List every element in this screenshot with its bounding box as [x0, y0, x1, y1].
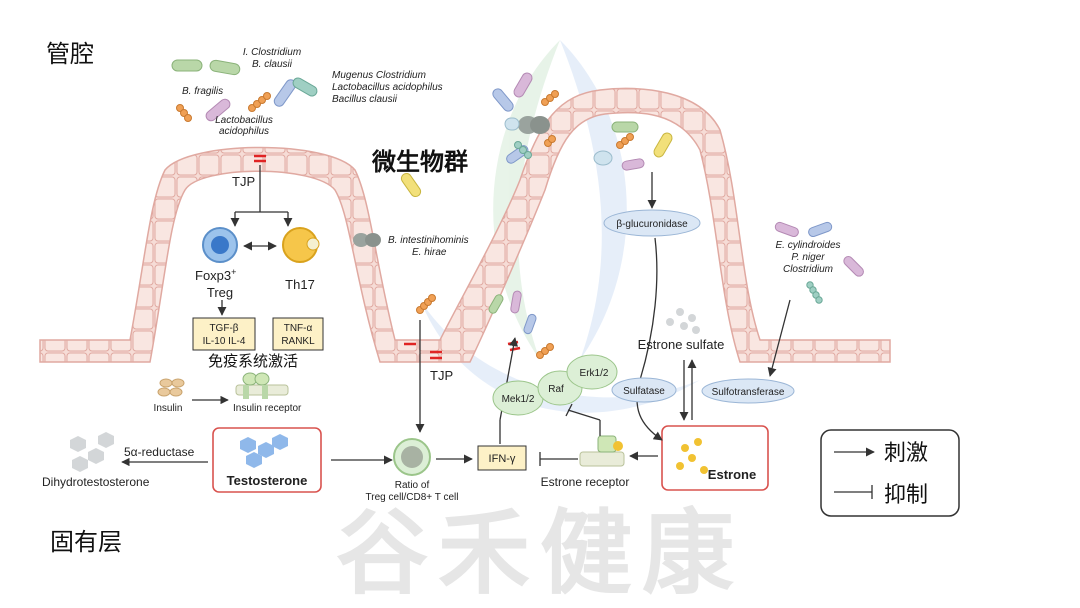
label-p-niger: P. niger: [791, 252, 825, 263]
treg-cytokine-2: IL-10 IL-4: [203, 336, 246, 347]
label-clostridium: Clostridium: [783, 264, 833, 275]
raf-label: Raf: [548, 384, 564, 395]
ifn-label: IFN-γ: [489, 453, 516, 465]
glucuronidase-ellipse: β-glucuronidase: [603, 209, 701, 237]
microbiota-label: 微生物群: [371, 148, 468, 176]
epithelium: [39, 87, 891, 363]
estrone-sulfate-label: Estrone sulfate: [638, 337, 725, 352]
bacterium-icon: [209, 59, 241, 76]
treg-cytokine-1: TGF-β: [209, 323, 238, 334]
th17-cell-icon: [282, 227, 320, 263]
lamina-propria-label: 固有层: [50, 528, 122, 556]
tjp-left-label: TJP: [232, 174, 255, 189]
testosterone-label: Testosterone: [227, 473, 308, 488]
sulfotransferase-ellipse: Sulfotransferase: [701, 378, 795, 404]
label-b-intestinihominis: B. intestinihominis: [388, 235, 469, 246]
treg-th17-branch: [217, 165, 293, 316]
sulfotransferase-label: Sulfotransferase: [712, 387, 785, 398]
ratio-cell-icon: [393, 438, 431, 476]
label-b-fragilis: B. fragilis: [182, 86, 223, 97]
bacterium-icon: [171, 59, 203, 72]
bacterium-icon: [611, 121, 639, 133]
th17-label: Th17: [285, 277, 315, 292]
label-mugenus: Mugenus Clostridium: [332, 70, 426, 81]
foxp3-label: Foxp3+: [195, 267, 236, 283]
treg-label: Treg: [207, 285, 233, 300]
label-i-clostridium: I. Clostridium: [243, 47, 301, 58]
watermark-text: 谷禾健康: [336, 500, 744, 607]
tjp-mid-label: TJP: [430, 368, 453, 383]
bacterium-icon: [400, 172, 422, 198]
bacterium-icon: [205, 98, 231, 122]
estrone-receptor-icon: [579, 435, 625, 467]
label-lacto-acid: Lactobacillus acidophilus: [332, 82, 443, 93]
label-lactobacillus: Lactobacillus: [215, 115, 273, 126]
mapk-pathway: Mek1/2 Raf Erk1/2: [492, 354, 618, 416]
label-e-cylindroides: E. cylindroides: [775, 240, 840, 251]
sulfatase-label: Sulfatase: [623, 386, 665, 397]
dht-hexagons-icon: [70, 432, 114, 472]
bacterium-icon: [513, 72, 533, 98]
testosterone-box: Testosterone: [212, 427, 322, 493]
epithelium-band: [39, 87, 891, 363]
label-e-hirae: E. hirae: [412, 247, 447, 258]
ratio-label-1: Ratio of: [395, 480, 430, 491]
treg-cell-icon: [202, 227, 238, 263]
glucuronidase-label: β-glucuronidase: [616, 219, 688, 230]
th17-cytokine-box: TNF-α RANKL: [272, 317, 324, 351]
estrone-label: Estrone: [708, 467, 756, 482]
label-bacillus: Bacillus clausii: [332, 94, 398, 105]
label-acidophilus: acidophilus: [219, 126, 269, 137]
label-b-clausii: B. clausii: [252, 59, 293, 70]
ifn-box: IFN-γ: [477, 445, 527, 471]
reductase-label: 5α-reductase: [124, 445, 195, 459]
immune-activation-label: 免疫系统激活: [208, 352, 298, 370]
sulfatase-ellipse: Sulfatase: [611, 377, 677, 403]
bacteria-labels: B. fragilis I. Clostridium B. clausii Mu…: [182, 47, 841, 275]
th17-cytokine-1: TNF-α: [284, 323, 313, 334]
cocci-icon: [353, 233, 369, 247]
estrone-box: Estrone: [661, 425, 769, 491]
bacteria-group: [171, 59, 864, 359]
bacterium-icon: [492, 88, 514, 112]
bacterium-icon: [292, 77, 318, 97]
dht-label: Dihydrotestosterone: [42, 475, 150, 489]
insulin-icon: [157, 378, 185, 397]
legend: 刺激 抑制: [820, 429, 960, 517]
lumen-label: 管腔: [46, 40, 94, 68]
treg-cytokine-box: TGF-β IL-10 IL-4: [192, 317, 256, 351]
insulin-receptor-icon: [235, 372, 289, 399]
ratio-label-2: Treg cell/CD8+ T cell: [366, 492, 459, 503]
insulin-label: Insulin: [154, 403, 183, 414]
insulin-receptor-label: Insulin receptor: [233, 403, 302, 414]
erk-label: Erk1/2: [580, 368, 609, 379]
th17-cytokine-2: RANKL: [281, 336, 315, 347]
legend-inhibit: 抑制: [884, 483, 928, 508]
chain-bacterium-icon: [176, 92, 271, 122]
mek-label: Mek1/2: [502, 394, 535, 405]
legend-stimulate: 刺激: [884, 441, 928, 466]
estrone-receptor-label: Estrone receptor: [541, 475, 630, 489]
